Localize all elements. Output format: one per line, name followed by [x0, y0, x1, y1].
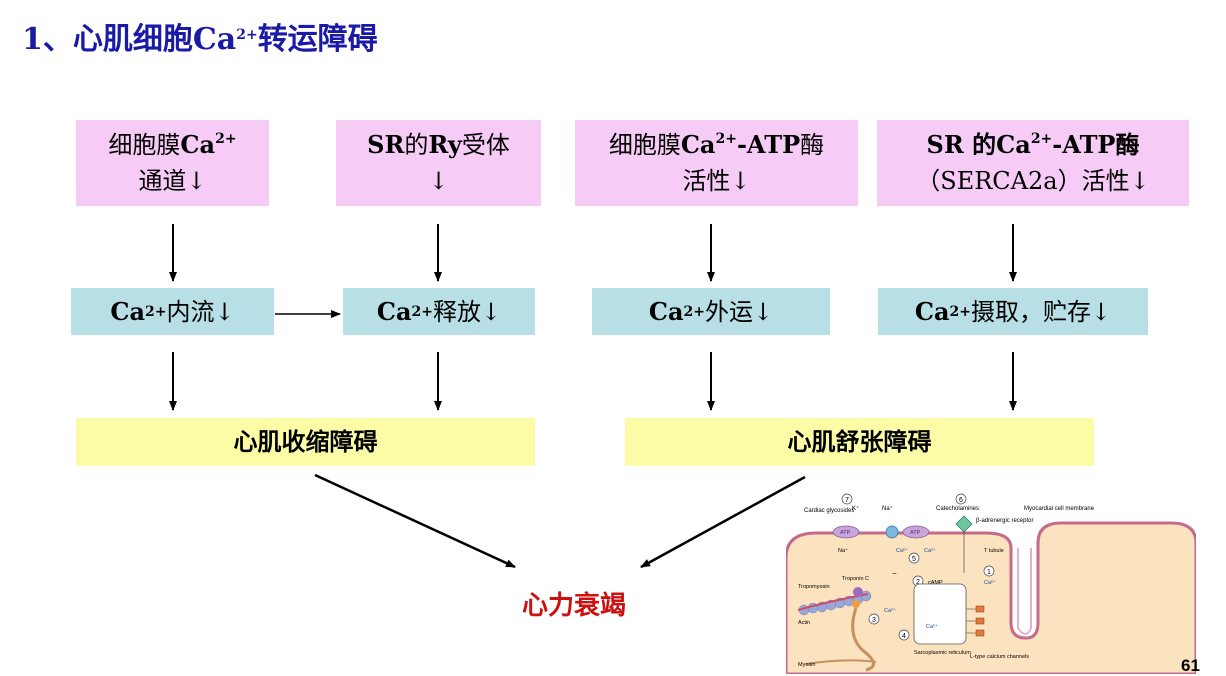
svg-text:Ca²⁺: Ca²⁺ [984, 579, 996, 586]
membrane-ca-channel-box: 细胞膜Ca2+ 通道↓ [76, 120, 269, 206]
svg-text:3: 3 [872, 617, 876, 624]
page-number: 61 [1181, 656, 1200, 675]
arrow-to-outcome-right [640, 475, 806, 569]
svg-text:Ca²⁺: Ca²⁺ [884, 607, 896, 614]
svg-text:β-adrenergic receptor: β-adrenergic receptor [976, 518, 1033, 524]
membrane-ca-atpase-box: 细胞膜Ca2+-ATP酶 活性↓ [575, 120, 858, 206]
svg-text:2: 2 [916, 579, 920, 586]
svg-text:5: 5 [912, 556, 916, 563]
svg-text:ATP: ATP [840, 530, 851, 536]
page-title: 1、心肌细胞Ca2+转运障碍 [22, 22, 378, 57]
svg-text:7: 7 [845, 497, 849, 504]
relaxation-disorder-box: 心肌舒张障碍 [625, 418, 1094, 466]
svg-text:ATP: ATP [910, 530, 921, 536]
svg-text:−: − [892, 569, 897, 578]
svg-text:Myosin: Myosin [798, 662, 815, 668]
cell-membrane [786, 521, 1196, 674]
svg-text:4: 4 [902, 633, 906, 640]
svg-text:Na⁺: Na⁺ [882, 505, 893, 512]
heart-failure-label: 心力衰竭 [522, 591, 627, 621]
cardiomyocyte-figure: Cardiac glycosides K⁺ Na⁺ Catecholamines… [786, 488, 1196, 674]
arrow-to-outcome-left [314, 473, 516, 569]
sr-ry-receptor-box: SR的Ry受体 ↓ [336, 120, 541, 206]
svg-text:Ca²⁺: Ca²⁺ [924, 547, 936, 554]
svg-text:Tropomyosin: Tropomyosin [798, 584, 830, 590]
svg-text:T tubule: T tubule [984, 548, 1004, 554]
svg-text:6: 6 [959, 497, 963, 504]
svg-text:Catecholamines: Catecholamines [936, 506, 979, 512]
svg-text:Cardiac glycosides: Cardiac glycosides [804, 508, 854, 514]
svg-text:Troponin C: Troponin C [842, 576, 869, 582]
svg-text:Actin: Actin [798, 620, 810, 626]
svg-text:L-type calcium channels: L-type calcium channels [970, 654, 1029, 660]
svg-text:Sarcoplasmic reticulum: Sarcoplasmic reticulum [914, 650, 971, 656]
contraction-disorder-box: 心肌收缩障碍 [76, 418, 535, 466]
svg-text:Ca²⁺: Ca²⁺ [896, 547, 908, 554]
svg-text:Na⁺: Na⁺ [838, 547, 848, 554]
svg-text:Ca²⁺: Ca²⁺ [926, 623, 938, 630]
serca-box: SR 的Ca2+-ATP酶 （SERCA2a）活性↓ [877, 120, 1189, 206]
svg-text:Myocardial cell membrane: Myocardial cell membrane [1024, 506, 1095, 512]
svg-text:K⁺: K⁺ [852, 505, 859, 512]
svg-text:1: 1 [987, 569, 991, 576]
svg-text:cAMP: cAMP [928, 580, 943, 586]
